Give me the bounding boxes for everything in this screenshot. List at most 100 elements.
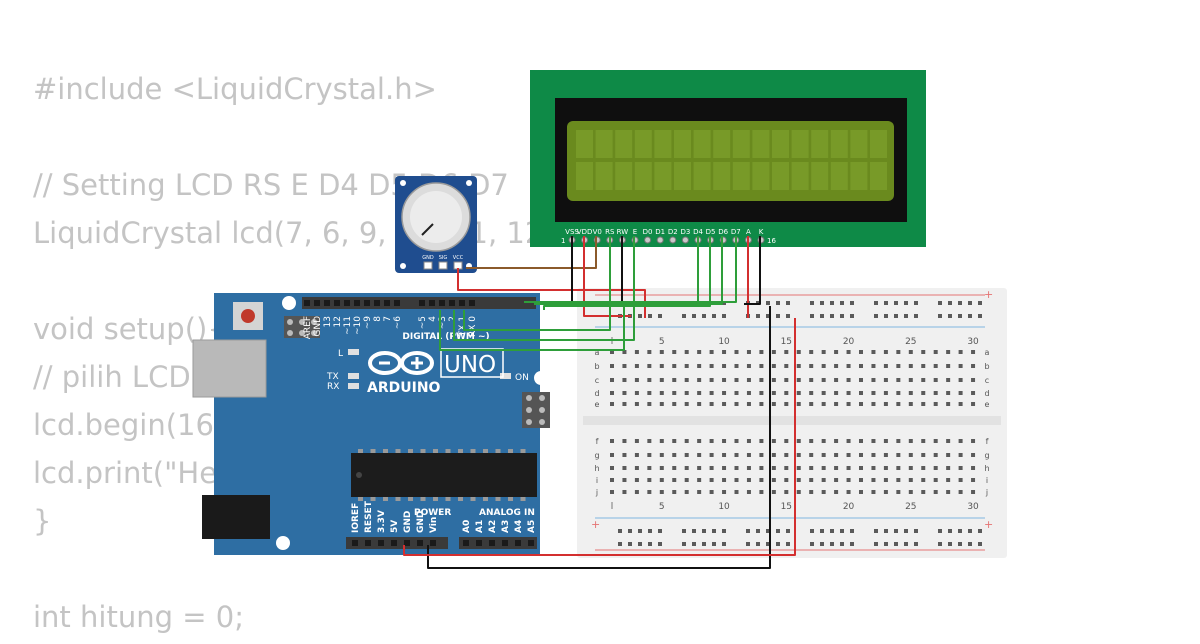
- breadboard-hole[interactable]: [809, 453, 814, 457]
- lcd-pin-d3[interactable]: [681, 236, 689, 244]
- breadboard-hole[interactable]: [846, 402, 851, 406]
- breadboard-hole[interactable]: [946, 439, 951, 443]
- breadboard-hole[interactable]: [809, 350, 814, 354]
- breadboard-hole[interactable]: [610, 453, 614, 457]
- breadboard-rail-hole[interactable]: [840, 529, 844, 533]
- breadboard-rail-hole[interactable]: [618, 542, 622, 546]
- breadboard-hole[interactable]: [622, 364, 627, 368]
- breadboard-rail-hole[interactable]: [904, 314, 908, 318]
- breadboard-hole[interactable]: [908, 439, 913, 443]
- breadboard-hole[interactable]: [672, 350, 677, 354]
- breadboard-hole[interactable]: [697, 453, 702, 457]
- breadboard-rail-hole[interactable]: [938, 529, 942, 533]
- breadboard-rail-hole[interactable]: [948, 301, 952, 305]
- breadboard-rail-hole[interactable]: [850, 542, 854, 546]
- power-pin[interactable]: [404, 540, 410, 546]
- breadboard-rail-hole[interactable]: [702, 542, 706, 546]
- breadboard-hole[interactable]: [659, 439, 664, 443]
- breadboard-hole[interactable]: [684, 478, 689, 482]
- breadboard-hole[interactable]: [859, 439, 863, 443]
- breadboard-hole[interactable]: [746, 350, 751, 354]
- breadboard-hole[interactable]: [622, 402, 627, 406]
- breadboard-hole[interactable]: [622, 378, 627, 382]
- digital-pin[interactable]: [374, 300, 380, 306]
- breadboard-hole[interactable]: [809, 490, 814, 494]
- breadboard-hole[interactable]: [896, 402, 901, 406]
- breadboard-hole[interactable]: [871, 478, 876, 482]
- breadboard-hole[interactable]: [759, 364, 764, 368]
- breadboard-hole[interactable]: [883, 478, 888, 482]
- breadboard-hole[interactable]: [809, 364, 814, 368]
- breadboard-rail-hole[interactable]: [722, 529, 726, 533]
- breadboard-hole[interactable]: [709, 391, 714, 395]
- breadboard-hole[interactable]: [622, 490, 627, 494]
- breadboard-hole[interactable]: [759, 466, 764, 470]
- breadboard-hole[interactable]: [958, 466, 963, 470]
- breadboard-rail-hole[interactable]: [712, 542, 716, 546]
- breadboard-rail-hole[interactable]: [810, 542, 814, 546]
- analog-pin[interactable]: [463, 540, 469, 546]
- breadboard-hole[interactable]: [908, 402, 913, 406]
- breadboard-hole[interactable]: [796, 378, 801, 382]
- breadboard-hole[interactable]: [647, 364, 652, 368]
- breadboard-hole[interactable]: [896, 478, 901, 482]
- power-pin[interactable]: [417, 540, 423, 546]
- power-pin[interactable]: [430, 540, 436, 546]
- breadboard-rail-hole[interactable]: [874, 529, 878, 533]
- breadboard-hole[interactable]: [821, 391, 826, 395]
- breadboard-hole[interactable]: [622, 478, 627, 482]
- breadboard-hole[interactable]: [746, 364, 751, 368]
- breadboard-hole[interactable]: [746, 453, 751, 457]
- breadboard-rail-hole[interactable]: [722, 542, 726, 546]
- breadboard-hole[interactable]: [896, 439, 901, 443]
- breadboard-hole[interactable]: [921, 478, 926, 482]
- breadboard-rail-hole[interactable]: [850, 314, 854, 318]
- breadboard-hole[interactable]: [859, 478, 863, 482]
- breadboard-hole[interactable]: [647, 490, 652, 494]
- breadboard-hole[interactable]: [958, 378, 963, 382]
- breadboard-hole[interactable]: [846, 391, 851, 395]
- breadboard-hole[interactable]: [771, 466, 776, 470]
- breadboard-hole[interactable]: [672, 391, 677, 395]
- breadboard-hole[interactable]: [933, 364, 938, 368]
- breadboard-hole[interactable]: [634, 402, 639, 406]
- breadboard-hole[interactable]: [647, 478, 652, 482]
- breadboard-hole[interactable]: [883, 364, 888, 368]
- breadboard-rail-hole[interactable]: [648, 314, 652, 318]
- breadboard-hole[interactable]: [647, 439, 652, 443]
- breadboard-hole[interactable]: [921, 490, 926, 494]
- breadboard-hole[interactable]: [921, 391, 926, 395]
- pot-pin-sig[interactable]: [438, 261, 448, 270]
- breadboard-hole[interactable]: [871, 350, 876, 354]
- breadboard-rail-hole[interactable]: [830, 529, 834, 533]
- breadboard-hole[interactable]: [722, 350, 727, 354]
- breadboard-rail-hole[interactable]: [884, 301, 888, 305]
- breadboard-hole[interactable]: [771, 378, 776, 382]
- breadboard-rail-hole[interactable]: [914, 314, 918, 318]
- breadboard-hole[interactable]: [846, 439, 851, 443]
- breadboard-hole[interactable]: [697, 478, 702, 482]
- breadboard-hole[interactable]: [659, 490, 664, 494]
- breadboard-hole[interactable]: [883, 402, 888, 406]
- breadboard-hole[interactable]: [771, 402, 776, 406]
- digital-pin[interactable]: [354, 300, 360, 306]
- breadboard-hole[interactable]: [971, 402, 976, 406]
- breadboard-rail-hole[interactable]: [948, 529, 952, 533]
- wire-lcd-d6-to-pin11[interactable]: [534, 236, 723, 305]
- breadboard-hole[interactable]: [684, 364, 689, 368]
- wire-5v-to-breadboard-rail[interactable]: [403, 318, 796, 556]
- breadboard-hole[interactable]: [697, 350, 702, 354]
- breadboard-hole[interactable]: [610, 402, 614, 406]
- breadboard-hole[interactable]: [971, 490, 976, 494]
- breadboard-rail-hole[interactable]: [776, 542, 780, 546]
- breadboard-hole[interactable]: [610, 391, 614, 395]
- analog-pin[interactable]: [502, 540, 508, 546]
- breadboard-hole[interactable]: [672, 490, 677, 494]
- breadboard-hole[interactable]: [722, 391, 727, 395]
- breadboard-rail-hole[interactable]: [658, 529, 662, 533]
- breadboard-hole[interactable]: [933, 439, 938, 443]
- breadboard-hole[interactable]: [821, 453, 826, 457]
